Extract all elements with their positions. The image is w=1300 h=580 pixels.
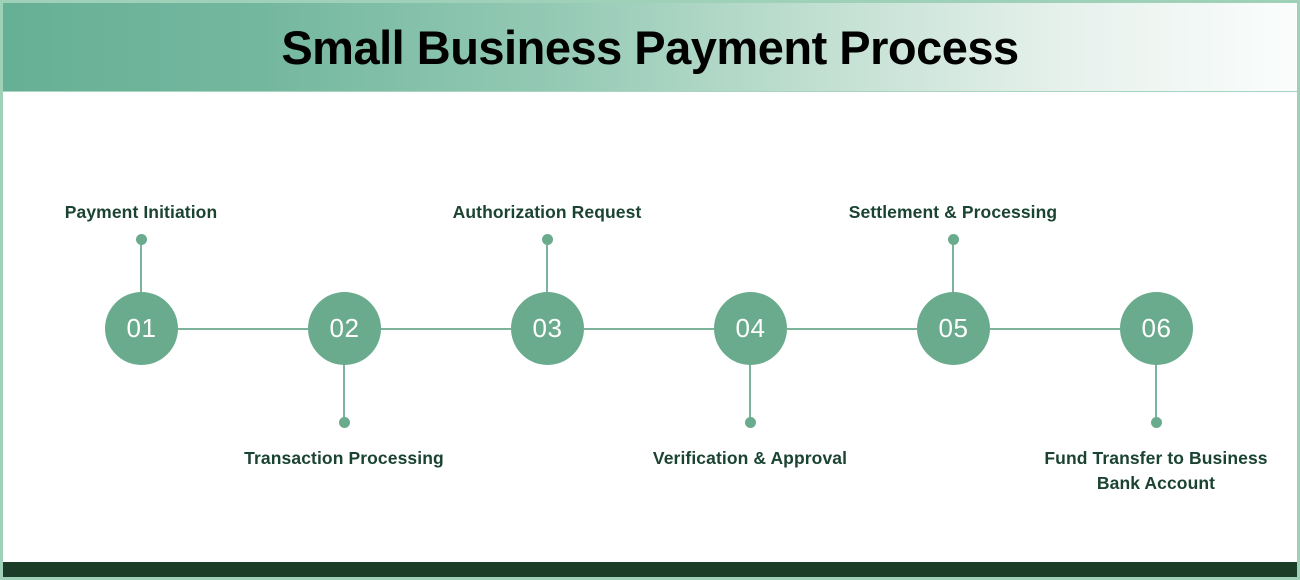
step-stem-dot xyxy=(1151,417,1162,428)
timeline-connector-line xyxy=(786,328,917,330)
step-label: Transaction Processing xyxy=(244,448,444,468)
step-stem-line xyxy=(343,364,345,420)
timeline-connector-line xyxy=(989,328,1120,330)
page-title: Small Business Payment Process xyxy=(281,20,1019,74)
step-label: Authorization Request xyxy=(452,201,642,222)
step-stem-dot xyxy=(542,234,553,245)
step-stem-line xyxy=(952,239,954,294)
footer-accent-bar xyxy=(3,562,1297,577)
step-label: Fund Transfer to Business Bank Account xyxy=(1044,448,1268,494)
timeline-connector-line xyxy=(583,328,714,330)
step-number-circle[interactable]: 01 xyxy=(105,292,178,365)
step-number-circle[interactable]: 05 xyxy=(917,292,990,365)
step-number-circle[interactable]: 02 xyxy=(308,292,381,365)
step-number-circle[interactable]: 06 xyxy=(1120,292,1193,365)
timeline-connector-line xyxy=(177,328,308,330)
step-stem-dot xyxy=(745,417,756,428)
step-number-circle[interactable]: 04 xyxy=(714,292,787,365)
step-label: Payment Initiation xyxy=(64,201,218,222)
step-stem-line xyxy=(749,364,751,420)
step-label: Verification & Approval xyxy=(652,448,848,468)
step-label: Settlement & Processing xyxy=(848,201,1058,222)
header-banner: Small Business Payment Process xyxy=(3,3,1297,92)
step-stem-line xyxy=(546,239,548,294)
step-stem-dot xyxy=(948,234,959,245)
step-stem-dot xyxy=(339,417,350,428)
step-number-circle[interactable]: 03 xyxy=(511,292,584,365)
step-stem-line xyxy=(140,239,142,294)
timeline-connector-line xyxy=(380,328,511,330)
step-stem-line xyxy=(1155,364,1157,420)
step-stem-dot xyxy=(136,234,147,245)
